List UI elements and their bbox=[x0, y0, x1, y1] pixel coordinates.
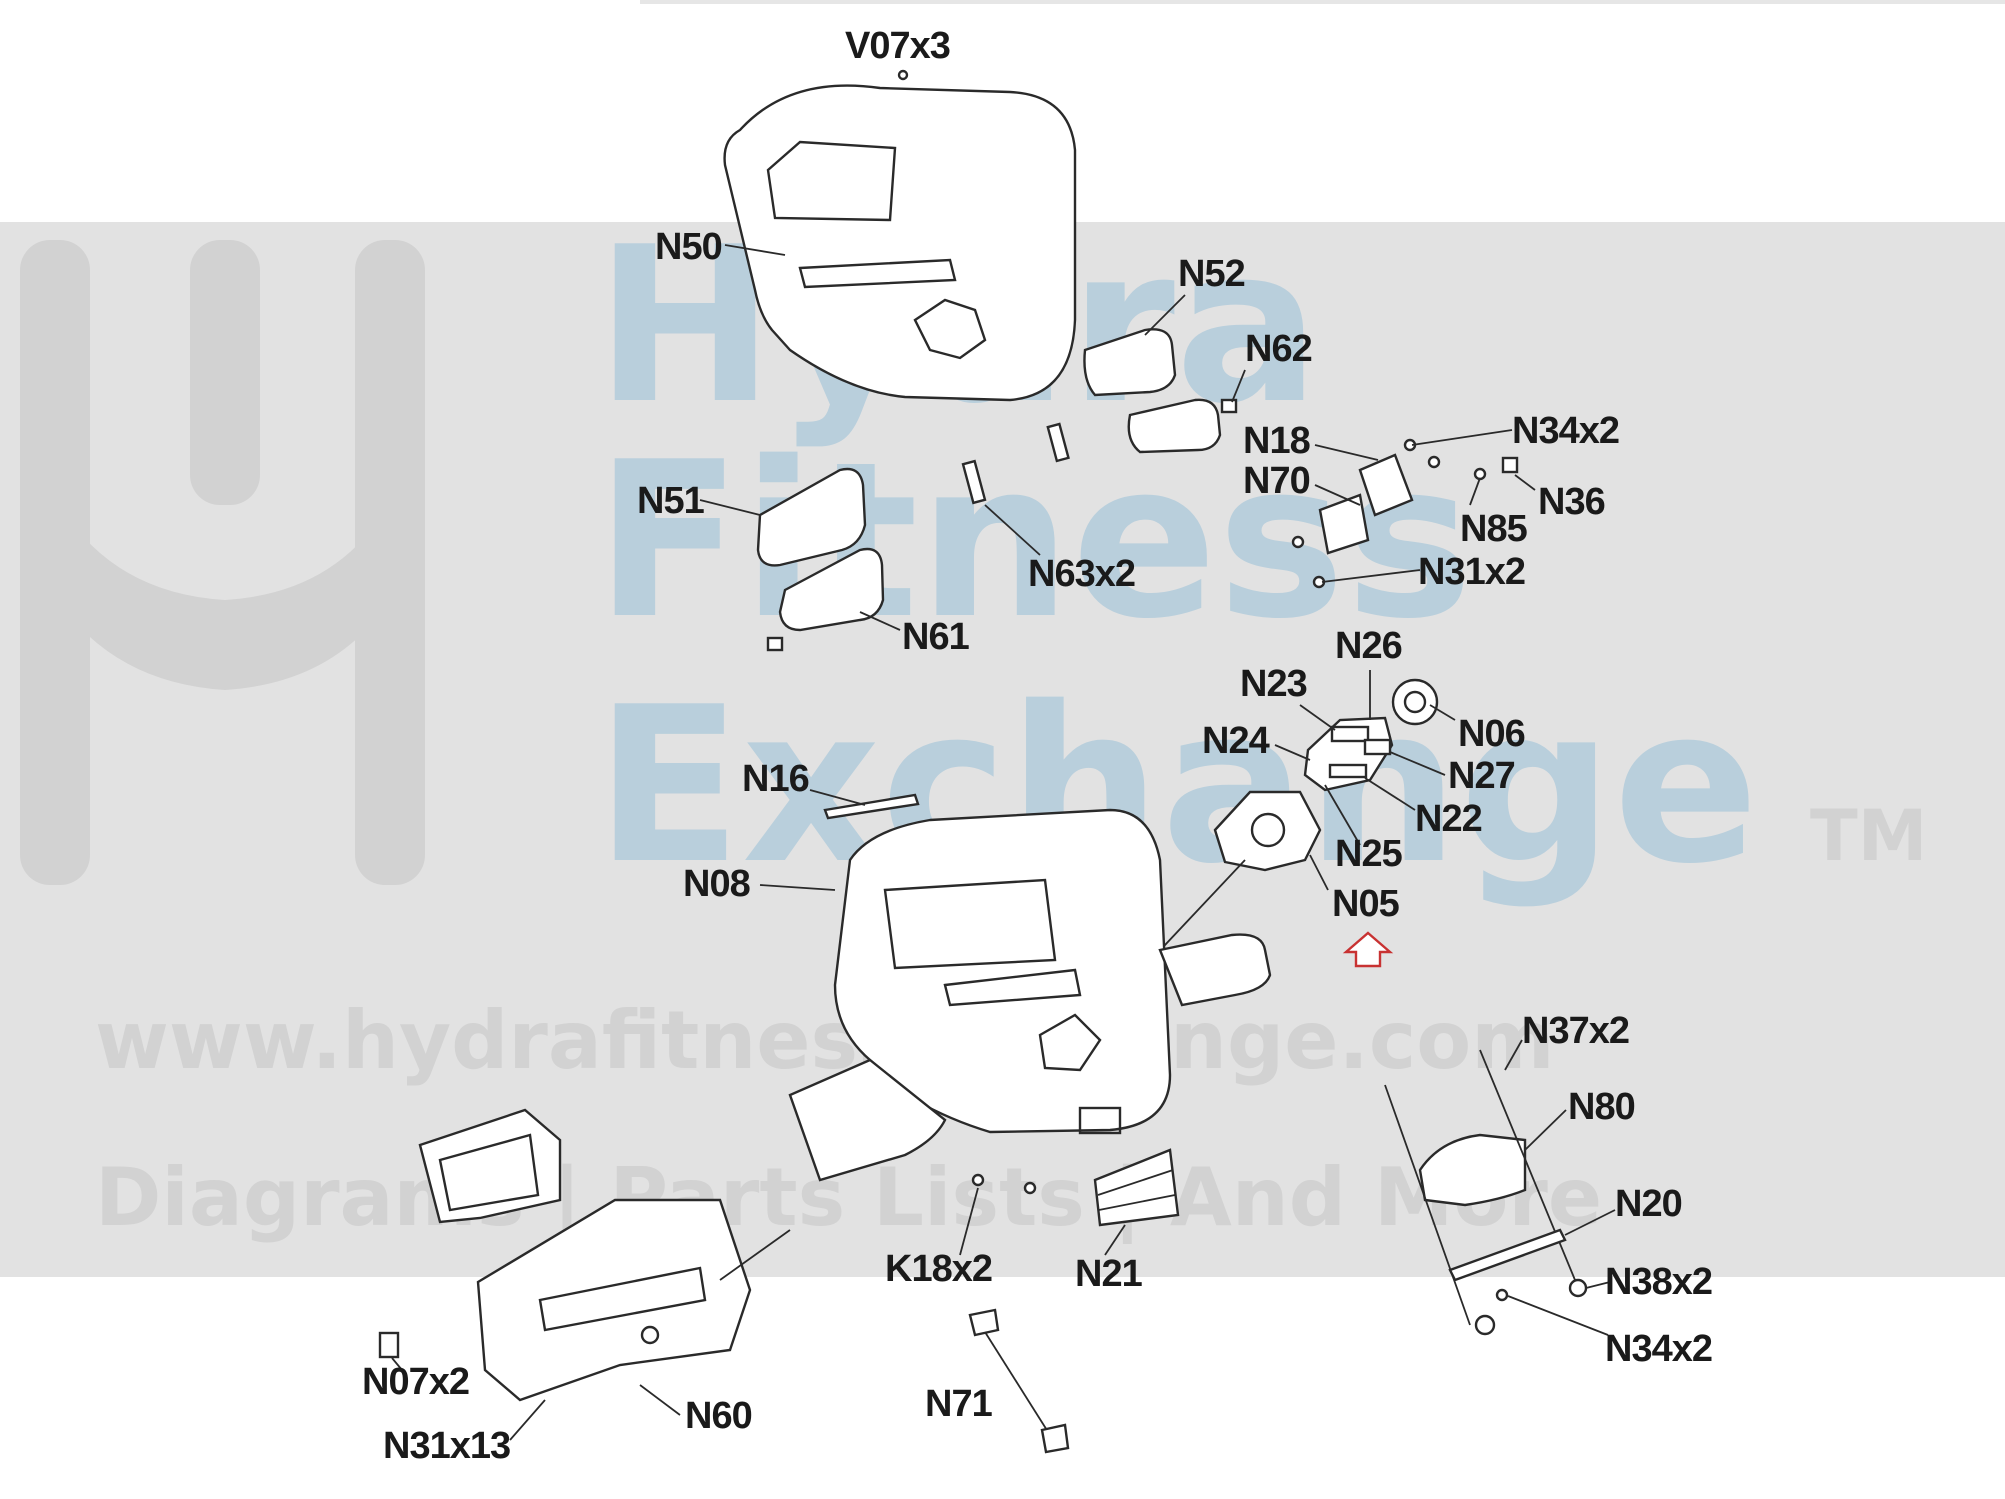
label-n24: N24 bbox=[1202, 720, 1270, 762]
label-n50: N50 bbox=[655, 226, 723, 268]
label-n25: N25 bbox=[1335, 833, 1403, 875]
label-n34x2-bottom: N34x2 bbox=[1605, 1328, 1713, 1370]
up-arrow-outline-icon bbox=[1342, 931, 1394, 968]
label-n05: N05 bbox=[1332, 883, 1400, 925]
label-n62: N62 bbox=[1245, 328, 1313, 370]
label-n26: N26 bbox=[1335, 625, 1403, 667]
label-n31x13: N31x13 bbox=[383, 1425, 511, 1467]
label-n70: N70 bbox=[1243, 460, 1311, 502]
label-n51: N51 bbox=[637, 480, 705, 522]
part-n26-switch-assembly bbox=[1303, 678, 1439, 792]
part-n18-bracket bbox=[1291, 438, 1519, 589]
label-n16: N16 bbox=[742, 758, 810, 800]
label-n18: N18 bbox=[1243, 420, 1311, 462]
label-k18x2: K18x2 bbox=[885, 1248, 993, 1290]
watermark-line3: Exchange bbox=[595, 660, 1759, 911]
part-n16-trim bbox=[823, 793, 920, 820]
label-n63x2: N63x2 bbox=[1028, 553, 1136, 595]
part-n50-console-cover bbox=[723, 69, 1077, 402]
top-edge-strip bbox=[640, 0, 2005, 4]
label-n60: N60 bbox=[685, 1395, 753, 1437]
label-n38x2: N38x2 bbox=[1605, 1261, 1713, 1303]
part-n21-speaker-grill bbox=[1093, 1148, 1180, 1227]
label-n37x2: N37x2 bbox=[1522, 1010, 1630, 1052]
label-n07x2: N07x2 bbox=[362, 1361, 470, 1403]
label-n08: N08 bbox=[683, 863, 751, 905]
part-n80-bracket bbox=[1384, 1049, 1576, 1326]
watermark-tm: TM bbox=[1810, 795, 1927, 877]
part-n05-nav-key bbox=[1213, 790, 1322, 872]
label-n23: N23 bbox=[1240, 663, 1308, 705]
label-n20: N20 bbox=[1615, 1183, 1683, 1225]
label-n36: N36 bbox=[1538, 481, 1606, 523]
part-n20-plate bbox=[1448, 1228, 1567, 1282]
part-k18-screws bbox=[971, 1173, 1037, 1195]
part-n71-cable bbox=[968, 1308, 1070, 1454]
label-n52: N52 bbox=[1178, 253, 1246, 295]
part-n60-circuit-board bbox=[418, 1108, 752, 1402]
fasteners-bottom-right bbox=[1474, 1278, 1588, 1336]
label-n27: N27 bbox=[1448, 755, 1516, 797]
label-n71: N71 bbox=[925, 1383, 993, 1425]
label-n34x2-top: N34x2 bbox=[1512, 410, 1620, 452]
trident-logo-icon bbox=[20, 240, 425, 885]
watermark-url: www.hydrafitnessexchange.com bbox=[95, 994, 1555, 1087]
part-n52-overlay bbox=[1083, 328, 1177, 397]
part-n61-overlay bbox=[766, 547, 885, 652]
label-n61: N61 bbox=[902, 616, 970, 658]
part-n63-cables bbox=[961, 422, 1070, 505]
part-n08-console-housing bbox=[788, 808, 1272, 1182]
leader-lines bbox=[391, 244, 1616, 1441]
label-n85: N85 bbox=[1460, 508, 1528, 550]
label-n31x2: N31x2 bbox=[1418, 551, 1526, 593]
label-n21: N21 bbox=[1075, 1253, 1143, 1295]
label-n06: N06 bbox=[1458, 713, 1526, 755]
part-n07-knob bbox=[378, 1331, 400, 1359]
part-n62-overlay bbox=[1127, 398, 1238, 454]
part-n51-overlay bbox=[756, 467, 867, 567]
label-n22: N22 bbox=[1415, 798, 1483, 840]
label-v07x3: V07x3 bbox=[845, 25, 951, 67]
label-n80: N80 bbox=[1568, 1086, 1636, 1128]
